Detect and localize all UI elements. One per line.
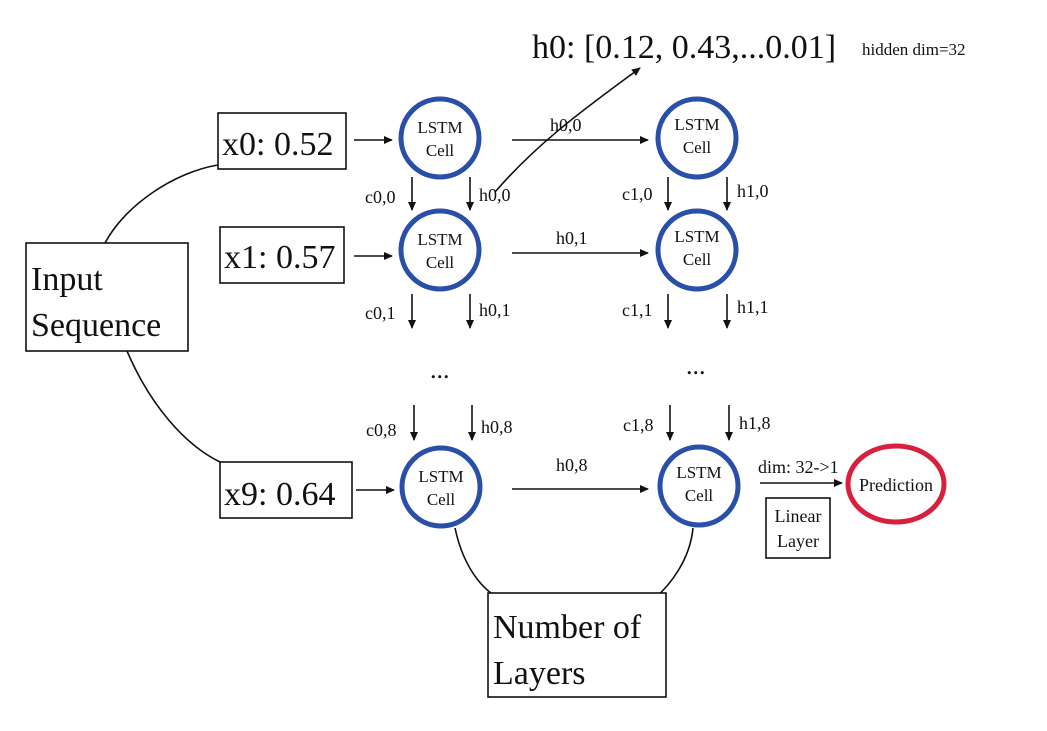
svg-text:Cell: Cell [683, 138, 712, 157]
input-sequence-line2: Sequence [31, 307, 161, 344]
label-c01: c0,1 [365, 303, 396, 323]
svg-text:LSTM: LSTM [417, 230, 462, 249]
label-h11: h1,1 [737, 297, 769, 317]
label-h01-down: h0,1 [479, 300, 511, 320]
layers-line1: Number of [493, 609, 642, 646]
label-h10: h1,0 [737, 181, 769, 201]
lstm-cell-l0-t1: LSTM Cell [398, 208, 482, 292]
lstm-cell-l1-t9: LSTM Cell [657, 444, 741, 528]
svg-text:Cell: Cell [683, 250, 712, 269]
input-x1-label: x1: 0.57 [224, 239, 335, 276]
linear-layer-box [765, 497, 831, 559]
label-h18: h1,8 [739, 413, 771, 433]
svg-text:Cell: Cell [685, 486, 714, 505]
input-sequence-line1: Input [31, 261, 103, 298]
prediction-node [845, 443, 947, 525]
layers-curve-left [454, 527, 501, 599]
svg-text:LSTM: LSTM [418, 467, 463, 486]
input-box-x0 [217, 112, 347, 170]
label-h00-right: h0,0 [550, 115, 582, 135]
label-c10: c1,0 [622, 184, 653, 204]
layers-line2: Layers [493, 655, 586, 692]
output-curve-arrow [494, 67, 641, 193]
layers-curve-right [654, 527, 694, 599]
input-box-x9 [219, 461, 353, 519]
input-curve-bottom [126, 350, 221, 463]
linear-layer-line2: Layer [777, 531, 819, 551]
label-c11: c1,1 [622, 300, 653, 320]
lstm-cell-l1-t0: LSTM Cell [655, 96, 739, 180]
input-curve-top [104, 164, 219, 244]
label-h01-right: h0,1 [556, 228, 588, 248]
svg-text:LSTM: LSTM [417, 118, 462, 137]
svg-text:Cell: Cell [426, 253, 455, 272]
lstm-cell-l1-t1: LSTM Cell [655, 208, 739, 292]
ellipsis-layer1: ... [686, 351, 706, 380]
input-x0-label: x0: 0.52 [222, 126, 333, 163]
prediction-label: Prediction [859, 475, 933, 495]
label-h00-down: h0,0 [479, 185, 511, 205]
label-c18: c1,8 [623, 415, 654, 435]
svg-text:Cell: Cell [426, 141, 455, 160]
svg-text:LSTM: LSTM [676, 463, 721, 482]
svg-text:LSTM: LSTM [674, 227, 719, 246]
svg-text:Cell: Cell [427, 490, 456, 509]
label-h08-down: h0,8 [481, 417, 513, 437]
svg-text:LSTM: LSTM [674, 115, 719, 134]
input-box-x1 [219, 226, 345, 284]
input-sequence-box [25, 242, 189, 352]
hidden-dim-note: hidden dim=32 [862, 40, 966, 59]
output-hidden-state: h0: [0.12, 0.43,...0.01] [532, 29, 836, 66]
label-c08: c0,8 [366, 420, 397, 440]
label-c00: c0,0 [365, 187, 396, 207]
lstm-cell-l0-t9: LSTM Cell [399, 445, 483, 529]
number-of-layers-box [487, 592, 667, 698]
linear-dim-label: dim: 32->1 [758, 457, 839, 477]
input-x9-label: x9: 0.64 [224, 476, 335, 513]
linear-layer-line1: Linear [775, 506, 822, 526]
lstm-cell-l0-t0: LSTM Cell [398, 96, 482, 180]
ellipsis-layer0: ... [430, 355, 450, 384]
label-h08-right: h0,8 [556, 455, 588, 475]
